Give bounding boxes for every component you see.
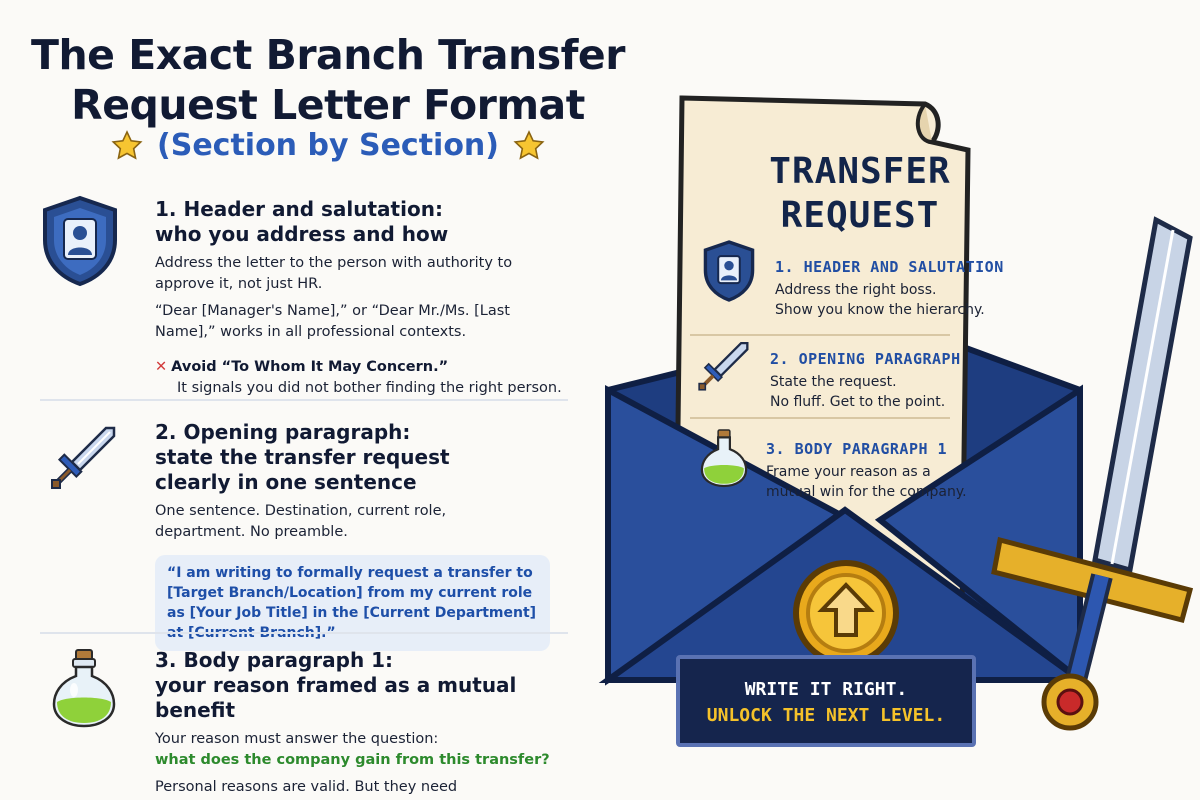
scroll-item-desc: State the request. No fluff. Get to the …	[770, 372, 1020, 412]
divider	[40, 399, 568, 401]
section-highlight: what does the company gain from this tra…	[155, 752, 550, 768]
page-subtitle: (Section by Section)	[157, 128, 499, 163]
section-title: 1. Header and salutation:	[155, 197, 443, 221]
scroll-item-desc: Frame your reason as a mutual win for th…	[766, 462, 1016, 502]
section-body-paragraph: 3. Body paragraph 1: your reason framed …	[40, 646, 570, 796]
scroll-item-head: 2. OPENING PARAGRAPH	[770, 350, 961, 368]
scroll-item-desc-line: Frame your reason as a	[766, 464, 931, 480]
section-title: 2. Opening paragraph:	[155, 420, 411, 444]
section-title: your reason framed as a mutual benefit	[155, 673, 517, 722]
scroll-item-desc-line: State the request.	[770, 374, 897, 390]
scroll-item: 1. HEADER AND SALUTATION Address the rig…	[775, 258, 1025, 320]
banner-line: UNLOCK THE NEXT LEVEL.	[706, 705, 946, 726]
avoid-desc: It signals you did not bother finding th…	[177, 380, 562, 396]
shield-user-icon	[43, 195, 117, 287]
section-text: Your reason must answer the question:	[155, 731, 439, 747]
scroll-item-desc-line: Address the right boss.	[775, 282, 937, 298]
example-quote: “I am writing to formally request a tran…	[155, 555, 550, 651]
scroll-title: TRANSFER REQUEST	[690, 150, 1030, 238]
scroll-item-head: 1. HEADER AND SALUTATION	[775, 258, 1004, 276]
section-title: 3. Body paragraph 1:	[155, 648, 394, 672]
section-text: One sentence. Destination, current role,…	[155, 503, 447, 540]
page-title: The Exact Branch Transfer Request Letter…	[31, 31, 625, 129]
subtitle-row: (Section by Section)	[28, 128, 628, 163]
section-header-salutation: 1. Header and salutation: who you addres…	[40, 195, 570, 396]
divider	[40, 632, 568, 634]
section-opening-paragraph: 2. Opening paragraph: state the transfer…	[40, 418, 570, 651]
scroll-item: 2. OPENING PARAGRAPH State the request. …	[770, 350, 1020, 412]
sword-icon	[698, 341, 749, 391]
avoid-note: ✕Avoid “To Whom It May Concern.” It sign…	[155, 357, 562, 399]
scroll-item-desc-line: mutual win for the company.	[766, 484, 967, 500]
potion-icon	[52, 649, 116, 728]
section-text: Address the letter to the person with au…	[155, 255, 513, 292]
banner-line: WRITE IT RIGHT.	[744, 679, 908, 700]
potion-icon	[700, 429, 748, 488]
section-title: who you address and how	[155, 222, 449, 246]
sword-icon	[991, 216, 1194, 731]
avoid-title: Avoid “To Whom It May Concern.”	[171, 359, 449, 375]
cross-icon: ✕	[155, 359, 168, 375]
shield-user-icon	[703, 240, 755, 302]
section-title: clearly in one sentence	[155, 470, 417, 494]
scroll-item-desc: Address the right boss. Show you know th…	[775, 280, 1025, 320]
star-icon	[111, 129, 143, 160]
scroll-title-line: REQUEST	[780, 195, 940, 236]
section-title: state the transfer request	[155, 445, 450, 469]
scroll-item-desc-line: No fluff. Get to the point.	[770, 394, 946, 410]
section-text: “Dear [Manager's Name],” or “Dear Mr./Ms…	[155, 303, 510, 340]
scroll-item-head: 3. BODY PARAGRAPH 1	[766, 440, 948, 458]
scroll-item-desc-line: Show you know the hierarchy.	[775, 302, 985, 318]
cta-banner: WRITE IT RIGHT. UNLOCK THE NEXT LEVEL.	[676, 655, 976, 747]
star-icon	[513, 129, 545, 160]
section-text: Personal reasons are valid. But they nee…	[155, 779, 458, 795]
arrow-up-coin-icon	[793, 560, 899, 666]
sword-icon	[51, 426, 116, 489]
scroll-title-line: TRANSFER	[769, 151, 951, 192]
scroll-item: 3. BODY PARAGRAPH 1 Frame your reason as…	[766, 440, 1016, 502]
